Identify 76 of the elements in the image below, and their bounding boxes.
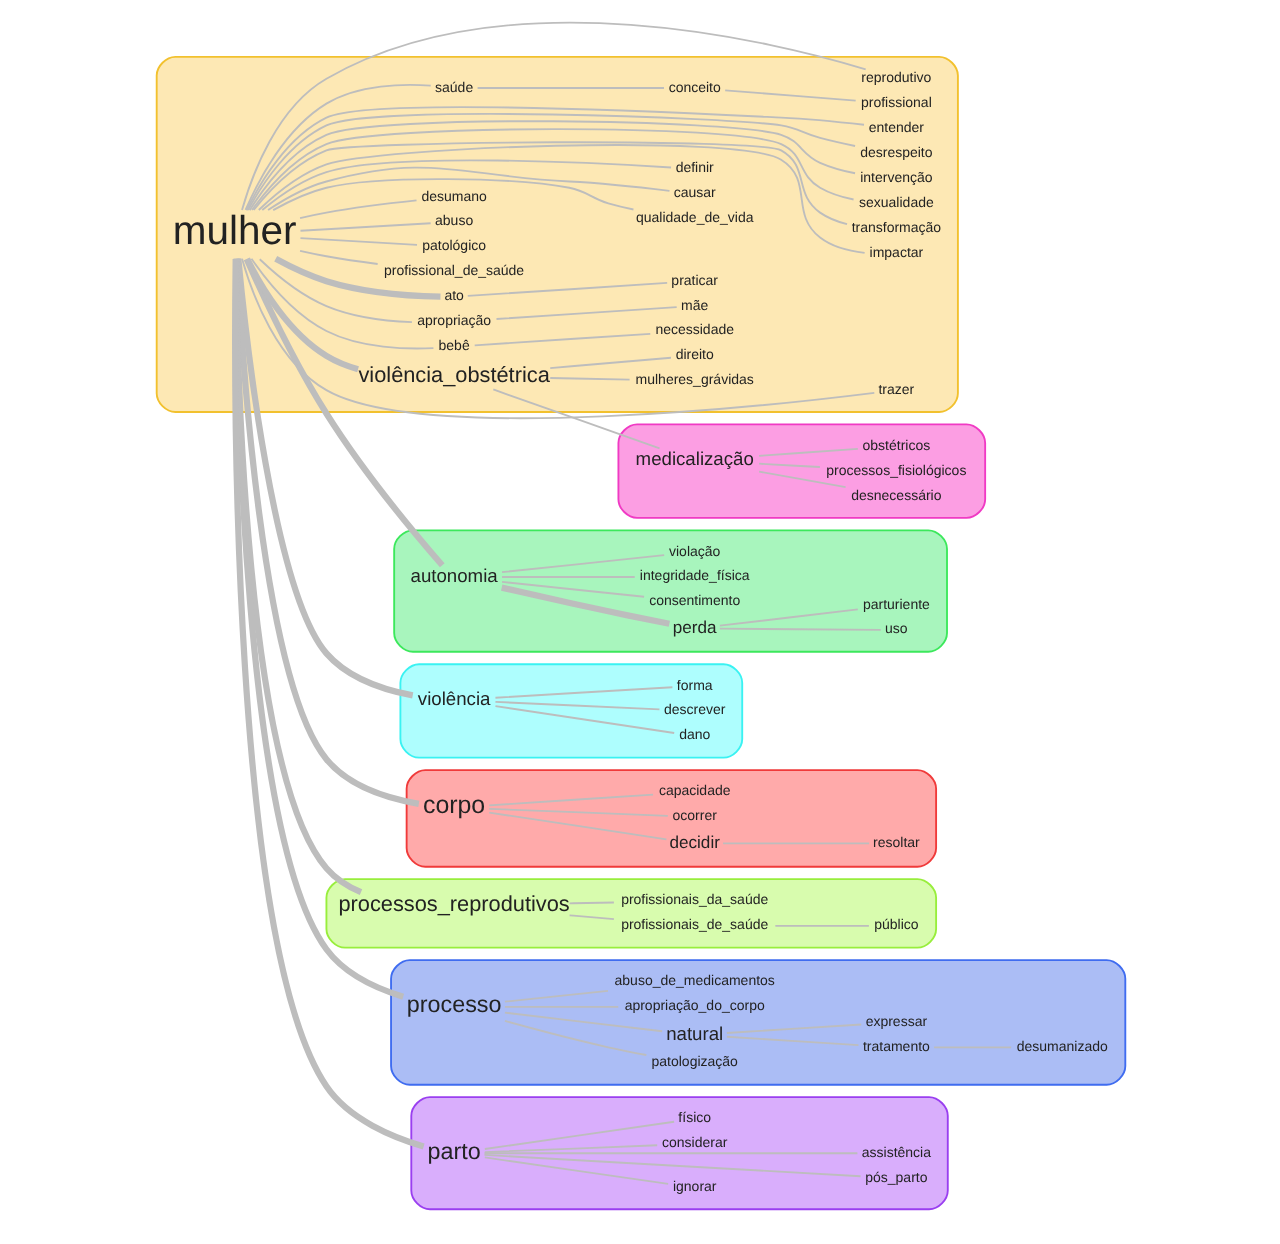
connector <box>548 377 630 381</box>
connector <box>251 141 847 226</box>
connector <box>721 842 870 845</box>
connector <box>487 793 653 807</box>
connector <box>298 237 417 246</box>
node-text: decidir <box>668 831 719 852</box>
node-text: mulher <box>171 210 296 255</box>
node-text: processos_reprodutivos <box>337 893 569 918</box>
cluster <box>404 769 937 868</box>
connector <box>465 281 668 297</box>
connector <box>243 83 431 211</box>
connector <box>773 924 869 927</box>
connector <box>567 914 614 921</box>
cluster <box>616 423 986 519</box>
connector <box>487 811 667 841</box>
connector <box>482 1156 669 1185</box>
cluster <box>154 55 958 413</box>
connector <box>493 700 660 711</box>
connector <box>548 356 671 370</box>
connector <box>242 257 444 568</box>
connector <box>243 257 358 373</box>
connector <box>493 705 675 734</box>
connector <box>500 576 635 578</box>
connector <box>240 21 866 211</box>
connector <box>500 584 669 627</box>
cluster <box>324 878 937 949</box>
cluster <box>409 1096 948 1211</box>
connector <box>502 1011 663 1033</box>
node-text: violência <box>416 688 490 709</box>
connector <box>757 462 820 468</box>
node-text: processo <box>405 992 501 1019</box>
cluster <box>392 529 947 653</box>
connector <box>932 1046 1012 1049</box>
node-text: corpo <box>422 791 485 820</box>
connector <box>298 199 417 219</box>
connector <box>482 1144 658 1153</box>
connector <box>757 470 846 489</box>
connector <box>491 388 660 450</box>
connector <box>757 447 858 457</box>
connector <box>494 306 677 320</box>
connector <box>502 1005 619 1008</box>
connector <box>234 258 413 699</box>
connector <box>298 222 431 232</box>
connector <box>475 87 664 89</box>
connector <box>500 580 644 598</box>
connector <box>273 256 440 300</box>
connector <box>724 1035 859 1046</box>
connector <box>256 144 865 254</box>
connector <box>271 178 634 212</box>
node-text: medicalização <box>634 449 753 470</box>
connector <box>472 332 651 347</box>
connector <box>502 989 608 1003</box>
node-text: violência_obstétrica <box>357 363 549 388</box>
connector <box>249 257 434 350</box>
connector <box>717 608 858 627</box>
connector <box>482 1120 675 1150</box>
connector <box>298 249 378 265</box>
cluster <box>398 663 743 759</box>
connector <box>482 1152 858 1155</box>
connector <box>257 258 412 324</box>
connector <box>567 901 614 905</box>
node-text: autonomia <box>409 565 497 586</box>
node-text: natural <box>665 1023 723 1044</box>
connector <box>487 807 668 817</box>
connector <box>724 1023 862 1034</box>
node-text: parto <box>426 1138 480 1165</box>
connector <box>500 554 665 574</box>
node-text: perda <box>671 616 716 637</box>
connector <box>717 627 881 631</box>
connector <box>233 258 419 807</box>
connector <box>482 1153 861 1178</box>
cluster <box>389 959 1126 1086</box>
connector <box>503 1020 647 1056</box>
connector <box>240 257 875 419</box>
connector <box>493 686 673 699</box>
connector <box>723 89 856 102</box>
